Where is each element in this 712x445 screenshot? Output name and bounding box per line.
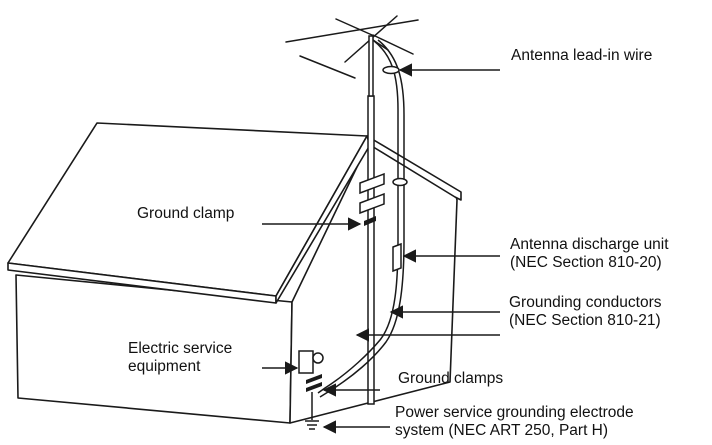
label-antenna-discharge-unit: Antenna discharge unit (NEC Section 810-… bbox=[510, 236, 669, 272]
antenna-element bbox=[372, 34, 414, 55]
label-text: Antenna lead-in wire bbox=[511, 47, 653, 64]
label-electric-service-equipment: Electric service equipment bbox=[128, 340, 232, 376]
label-power-service-grounding: Power service grounding electrode system… bbox=[395, 404, 634, 440]
label-text: Grounding conductors bbox=[509, 294, 662, 311]
ground-clamps-mark bbox=[306, 382, 322, 392]
lead-in-standoff bbox=[382, 65, 400, 75]
label-text: Power service grounding electrode bbox=[395, 404, 634, 421]
antenna-element bbox=[285, 19, 419, 43]
label-text: Antenna discharge unit bbox=[510, 236, 669, 253]
antenna-element bbox=[335, 18, 373, 36]
mast-strap bbox=[359, 172, 385, 195]
electric-meter-box bbox=[298, 350, 314, 374]
mast-top bbox=[368, 35, 374, 97]
label-ground-clamps: Ground clamps bbox=[398, 370, 503, 388]
ground-clamp-mark bbox=[364, 216, 376, 226]
ground-clamps-mark bbox=[306, 374, 322, 384]
label-text: Ground clamp bbox=[137, 205, 235, 222]
wall-standoff bbox=[392, 177, 408, 187]
label-text: (NEC Section 810-21) bbox=[509, 312, 661, 329]
electric-meter-dial bbox=[312, 352, 324, 364]
label-grounding-conductors: Grounding conductors (NEC Section 810-21… bbox=[509, 294, 662, 330]
antenna-element bbox=[299, 55, 356, 79]
label-text: Ground clamps bbox=[398, 370, 504, 387]
discharge-unit-shape bbox=[392, 242, 402, 273]
label-text: equipment bbox=[128, 358, 201, 375]
label-text: Electric service bbox=[128, 340, 233, 357]
label-ground-clamp: Ground clamp bbox=[137, 205, 234, 223]
label-text: (NEC Section 810-20) bbox=[510, 254, 662, 271]
label-text: system (NEC ART 250, Part H) bbox=[395, 422, 609, 439]
label-antenna-lead-in: Antenna lead-in wire bbox=[511, 47, 652, 65]
mast-strap bbox=[359, 192, 385, 215]
